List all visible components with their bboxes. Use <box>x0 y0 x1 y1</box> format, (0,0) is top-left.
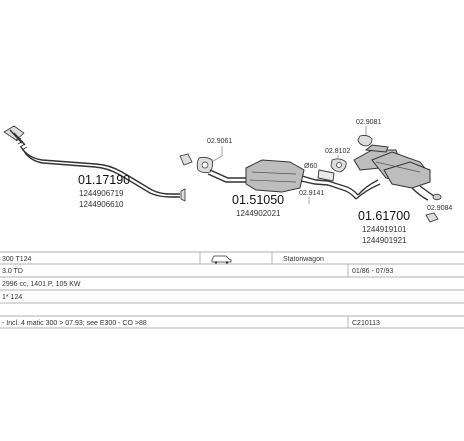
oem-catalyst: 1244902021 <box>236 209 281 218</box>
callout-02-9084: 02.9084 <box>427 205 452 212</box>
part-number-rear-system: 01.61700 <box>358 209 410 223</box>
callout-02-9081: 02.9081 <box>356 119 381 126</box>
hanger-icon <box>179 153 193 166</box>
oem-rear-system-1: 1244919101 <box>362 225 407 234</box>
catalyst <box>207 159 329 193</box>
callout-02-8102: 02.8102 <box>325 148 350 155</box>
clamp-02-9141: 02.9141 <box>299 190 324 204</box>
callout-02-9061: 02.9061 <box>207 138 232 145</box>
oem-front-pipe-1: 1244906719 <box>79 189 124 198</box>
front-pipe <box>3 125 186 202</box>
cell-spec: 2996 cc, 1401 P, 105 KW <box>2 281 81 288</box>
cell-code: C210113 <box>352 320 380 327</box>
clamp-02-9061: 02.9061 <box>196 138 232 174</box>
diameter-marker: Ø60 <box>304 163 317 170</box>
clamp-02-9081: 02.9081 <box>356 119 381 147</box>
clamp-02-9084: 02.9084 <box>425 205 452 223</box>
oem-rear-system-2: 1244901921 <box>362 236 407 245</box>
part-number-catalyst: 01.51050 <box>232 193 284 207</box>
cell-note: - Incl. 4 matic 300 > 07.93; see E300 - … <box>2 320 147 327</box>
cell-chassis: 1* 124 <box>2 294 22 301</box>
rear-system <box>327 144 442 201</box>
connector-pipe <box>317 169 335 182</box>
clamp-02-8102: 02.8102 <box>325 148 350 173</box>
estate-car-icon <box>211 255 232 264</box>
oem-front-pipe-2: 1244906610 <box>79 200 124 209</box>
cell-years: 01/86 - 07/93 <box>352 268 393 275</box>
diameter-label: Ø60 <box>304 163 317 170</box>
front-flange-icon <box>3 125 28 151</box>
callout-02-9141: 02.9141 <box>299 190 324 197</box>
cell-engine: 3.0 TD <box>2 268 23 275</box>
cell-model: 300 T124 <box>2 256 32 263</box>
part-number-front-pipe: 01.17190 <box>78 173 130 187</box>
info-table: 300 T124 Statonwagon 3.0 TD 01/86 - 07/9… <box>0 251 464 329</box>
cell-body: Statonwagon <box>283 256 324 263</box>
